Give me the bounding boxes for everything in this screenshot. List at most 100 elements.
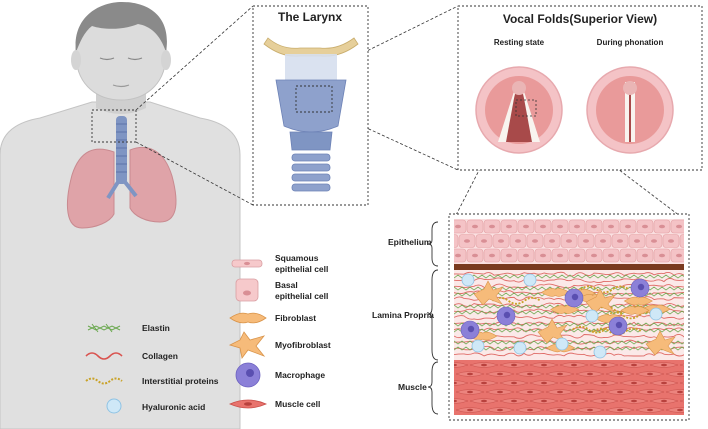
larynx-title: The Larynx	[278, 10, 342, 24]
bronchi	[106, 180, 138, 200]
myofibroblast-cell	[537, 318, 568, 344]
macrophage-nucleus	[571, 293, 579, 301]
epithelial-cell-nucleus	[557, 253, 563, 258]
myofibroblast-cell	[645, 330, 676, 356]
epithelial-cell-nucleus	[625, 224, 631, 229]
epithelial-cell-nucleus	[549, 239, 555, 243]
epithelial-cell-nucleus	[668, 239, 674, 243]
muscle-fiber-nucleus	[587, 408, 593, 412]
vocal-folds-phonation	[586, 66, 674, 154]
muscle-layer	[437, 362, 697, 413]
muscle-fiber-nucleus	[481, 399, 487, 403]
epithelial-cell-nucleus	[455, 224, 461, 229]
muscle-fiber-nucleus	[437, 409, 443, 411]
muscle-fiber-nucleus	[481, 363, 487, 367]
macrophage-nucleus	[503, 311, 511, 319]
elastin-fiber	[454, 274, 684, 279]
muscle-fiber-nucleus	[647, 408, 653, 412]
muscle-bg	[454, 360, 684, 415]
muscle-fiber-nucleus	[511, 363, 517, 367]
muscle-fiber	[665, 407, 684, 413]
muscle-fiber-nucleus	[541, 399, 547, 403]
during-phonation-label: During phonation	[597, 38, 664, 47]
muscle-fiber	[454, 398, 469, 404]
lamina-propria-label: Lamina Propria	[372, 310, 434, 320]
epithelial-cell-nucleus	[600, 239, 606, 243]
fibroblast-legend-icon	[229, 312, 267, 324]
muscle-fiber-nucleus	[454, 399, 457, 403]
hyaluronic-acid-molecule	[555, 337, 569, 351]
muscle-brace	[427, 361, 439, 415]
epithelial-cell	[454, 234, 459, 248]
muscle-fiber	[665, 371, 684, 377]
ear-right	[161, 50, 171, 70]
collagen-label: Collagen	[142, 351, 178, 361]
epithelial-cell-nucleus	[489, 224, 495, 229]
muscle-fiber	[454, 362, 469, 368]
epithelial-cell-nucleus	[506, 224, 512, 229]
muscle-fiber-nucleus	[497, 408, 503, 412]
muscle-fiber-nucleus	[571, 363, 577, 367]
epithelial-cell-nucleus	[651, 239, 657, 243]
muscle-label: Muscle	[398, 382, 427, 392]
hyaluronic-acid-molecule	[585, 309, 599, 323]
muscle-fiber-nucleus	[601, 399, 607, 403]
larynx-highlight-box	[91, 109, 137, 143]
hyaluronic-acid-molecule	[461, 273, 475, 287]
squamous-label-line1: Squamous	[275, 253, 319, 263]
epithelial-cell-nucleus	[634, 239, 640, 243]
collagen-fiber	[454, 277, 684, 283]
muscle-fiber-nucleus	[677, 408, 683, 412]
muscle-fiber-nucleus	[511, 381, 517, 385]
epithelial-cell-nucleus	[498, 239, 504, 243]
epithelial-cell-nucleus	[472, 253, 478, 258]
muscle-fiber-nucleus	[511, 399, 517, 403]
muscle-fiber-nucleus	[497, 390, 503, 394]
muscle-fiber-nucleus	[467, 408, 473, 412]
muscle-fiber-nucleus	[557, 372, 563, 376]
fibroblast-label: Fibroblast	[275, 313, 316, 323]
lamina-propria-layer	[454, 271, 684, 359]
trachea	[116, 116, 127, 184]
lamina-propria-brace	[427, 269, 439, 361]
fibroblast-cell	[623, 296, 653, 306]
muscle-fiber-nucleus	[601, 363, 607, 367]
elastin-legend-icon	[87, 323, 121, 333]
epithelial-cell-nucleus	[625, 253, 631, 258]
hyaluronic-acid-legend-icon	[106, 398, 122, 414]
hyaluronic-acid-label: Hyaluronic acid	[142, 402, 205, 412]
hair	[75, 2, 167, 52]
legend-left: Elastin Collagen Interstitial proteins H…	[85, 323, 219, 414]
muscle-fiber-nucleus	[454, 363, 457, 367]
tissue-section	[437, 219, 699, 415]
epithelial-cell-nucleus	[676, 224, 682, 229]
epithelial-cell-nucleus	[693, 254, 699, 258]
basal-cell-legend-icon	[235, 278, 259, 302]
epithelial-cell-nucleus	[676, 253, 682, 258]
larynx-illustration	[263, 37, 359, 192]
epithelial-cell-nucleus	[591, 253, 597, 258]
muscle-fiber-nucleus	[677, 390, 683, 394]
muscle-fiber-nucleus	[661, 363, 667, 367]
muscle-fiber-nucleus	[691, 364, 697, 366]
muscle-fiber-nucleus	[631, 363, 637, 367]
vocal-fold-zoom-box	[515, 99, 537, 117]
muscle-fiber-nucleus	[617, 408, 623, 412]
muscle-fiber-nucleus	[527, 372, 533, 376]
epithelial-cell-nucleus	[608, 224, 614, 229]
basement-membrane	[454, 264, 684, 270]
collagen-fiber	[454, 283, 684, 289]
epithelial-cell-nucleus	[566, 239, 572, 243]
basal-label-line1: Basal	[275, 280, 298, 290]
lung-left	[66, 148, 115, 229]
hyaluronic-acid-molecule	[593, 345, 607, 359]
muscle-fiber-nucleus	[601, 381, 607, 385]
epithelial-cell-nucleus	[523, 224, 529, 229]
epithelium-brace	[427, 221, 439, 267]
epithelial-cell-nucleus	[591, 224, 597, 229]
muscle-fiber-nucleus	[661, 381, 667, 385]
epithelial-cell-nucleus	[515, 239, 521, 243]
epithelium-label: Epithelium	[388, 237, 432, 247]
epithelial-cell-nucleus	[574, 253, 580, 258]
muscle-fiber-nucleus	[691, 382, 697, 384]
